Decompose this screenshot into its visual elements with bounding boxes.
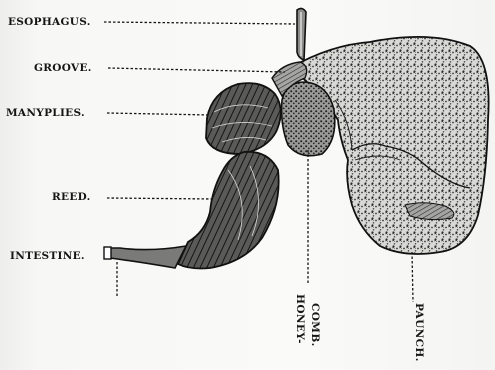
intestine-shape bbox=[104, 246, 186, 268]
reed-leader bbox=[107, 198, 215, 199]
reed-shape bbox=[178, 152, 279, 269]
manyplies-leader bbox=[107, 113, 210, 115]
intestine-label: INTESTINE. bbox=[10, 251, 85, 262]
reed-label: REED. bbox=[52, 192, 91, 203]
honeycomb-label-line2: COMB. bbox=[310, 303, 321, 347]
paunch-leader bbox=[412, 252, 413, 302]
esophagus-label: ESOPHAGUS. bbox=[8, 17, 91, 28]
paunch-label: PAUNCH. bbox=[414, 303, 425, 362]
groove-label: GROOVE. bbox=[34, 63, 92, 74]
groove-leader bbox=[108, 68, 285, 72]
manyplies-label: MANYPLIES. bbox=[6, 108, 85, 119]
manyplies-shape bbox=[206, 83, 281, 154]
esophagus-tube bbox=[297, 8, 306, 60]
honeycomb-label-line1: HONEY- bbox=[295, 294, 306, 344]
honeycomb-shape bbox=[282, 82, 335, 156]
esophagus-leader bbox=[104, 22, 295, 24]
